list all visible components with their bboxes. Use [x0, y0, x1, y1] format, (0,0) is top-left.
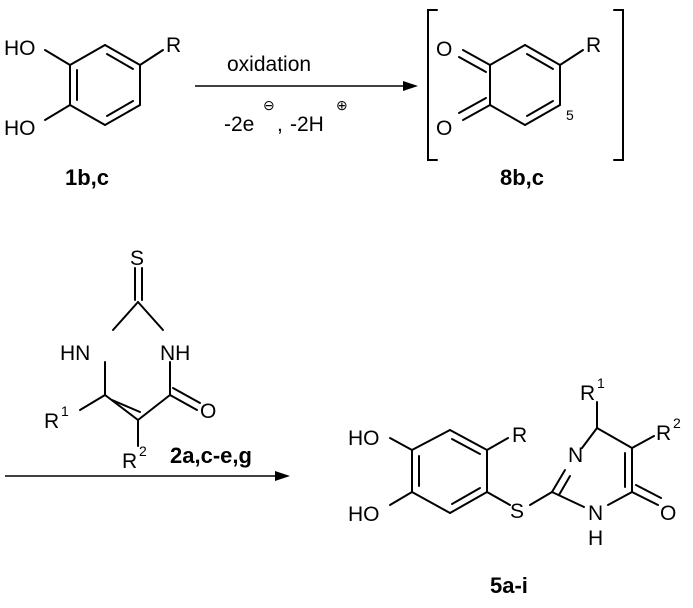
product-r1-label: R: [580, 382, 595, 405]
compound-5-label: 5a-i: [490, 573, 528, 598]
carbonyl-bottom-label: O: [436, 117, 452, 140]
proton-loss-label: -2H: [290, 113, 324, 136]
addition-arrow: [5, 471, 290, 481]
pyrimidine-n-label: N: [568, 444, 583, 467]
thiouracil-structure: S O HN NH R 1 R 2: [44, 247, 216, 473]
hydroxyl-bottom-label: HO: [4, 117, 36, 140]
position-5-label: 5: [566, 107, 574, 123]
reagent-r1-superscript: 1: [61, 403, 69, 419]
reagent-r2-label: R: [122, 450, 137, 473]
reagent-oxygen-label: O: [200, 400, 216, 423]
compound-2-label: 2a,c-e,g: [170, 443, 252, 468]
separator-comma: ,: [277, 113, 283, 136]
ring-nh-left-label: HN: [60, 342, 90, 365]
catechol-structure: HO HO R: [4, 34, 181, 140]
thione-sulfur-label: S: [130, 247, 144, 270]
compound-1bc-label: 1b,c: [65, 165, 109, 190]
thioether-product-structure: HO HO R S N N H O R 1 R 2: [348, 375, 681, 550]
pyrimidine-nh-h-label: H: [588, 527, 603, 550]
oxidation-arrow: [195, 81, 418, 91]
quinone-r-label: R: [586, 34, 601, 57]
r-substituent-label: R: [166, 34, 181, 57]
compound-8bc-label: 8b,c: [500, 165, 544, 190]
plus-charge-symbol: ⊕: [336, 97, 348, 113]
product-r2-superscript: 2: [673, 415, 681, 431]
sulfide-linker-label: S: [510, 500, 524, 523]
product-hydroxyl-top-label: HO: [348, 427, 380, 450]
quinone-structure: O O R 5: [427, 9, 624, 161]
minus-charge-symbol: ⊖: [263, 97, 275, 113]
carbonyl-top-label: O: [436, 38, 452, 61]
ring-nh-right-label: NH: [160, 342, 190, 365]
electron-loss-label: -2e: [224, 113, 254, 136]
product-r2-label: R: [656, 422, 671, 445]
product-r-label: R: [512, 424, 527, 447]
reagent-r1-label: R: [44, 410, 59, 433]
pyrimidine-nh-n-label: N: [588, 502, 603, 525]
oxidation-label: oxidation: [227, 53, 311, 76]
reagent-r2-superscript: 2: [139, 443, 147, 459]
product-oxygen-label: O: [660, 502, 676, 525]
product-hydroxyl-bottom-label: HO: [348, 503, 380, 526]
hydroxyl-top-label: HO: [4, 37, 36, 60]
product-r1-superscript: 1: [597, 375, 605, 391]
